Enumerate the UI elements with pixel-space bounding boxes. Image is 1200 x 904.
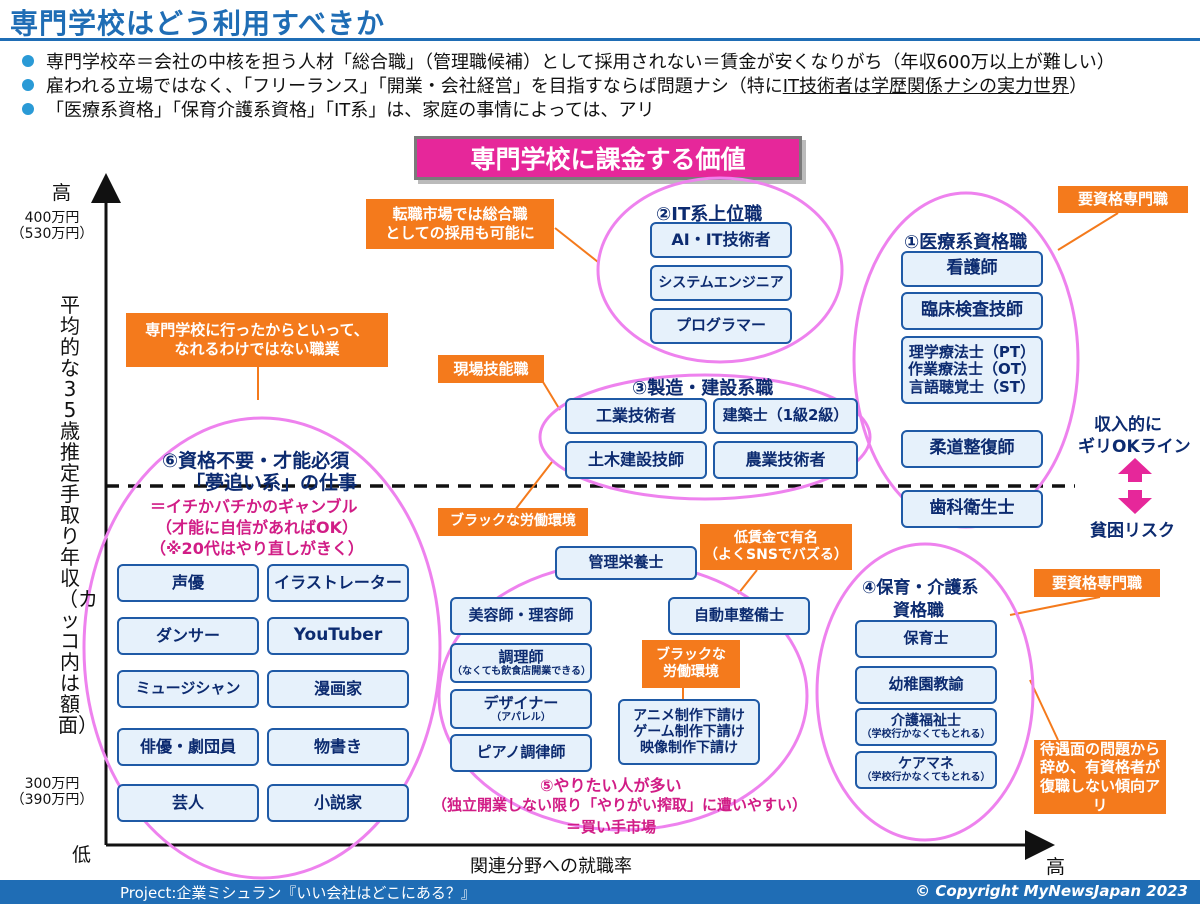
x-axis-high-label: 高: [1046, 856, 1066, 878]
job-industrial-engineer: 工業技術者: [565, 398, 707, 434]
job-nurse: 看護師: [901, 251, 1043, 287]
callout-not-guaranteed: 専門学校に行ったからといって、 なれるわけではない職業: [126, 313, 388, 367]
job-therapists: 理学療法士（PT） 作業療法士（OT） 言語聴覚士（ST）: [901, 336, 1043, 404]
callout-care-issue: 待遇面の問題から 辞め、有資格者が 復職しない傾向アリ: [1034, 740, 1166, 814]
group-want-caption-2: （独立開業しない限り「やりがい搾取」に遭いやすい）: [432, 796, 808, 814]
ok-line-label-1: 収入的に: [1094, 415, 1162, 435]
footer-project: Project:企業ミシュラン『いい会社はどこにある？』: [120, 884, 476, 902]
job-voice-actor: 声優: [117, 564, 259, 602]
group-care-title-1: ④保育・介護系: [862, 578, 979, 598]
poverty-risk-label: 貧困リスク: [1090, 521, 1175, 541]
job-care-manager: ケアマネ （学校行かなくてもとれる）: [855, 751, 997, 789]
group-want-caption-3: ＝買い手市場: [566, 818, 657, 836]
group-talent-desc-2: （才能に自信があればOK）: [156, 518, 359, 537]
job-chef: 調理師 （なくても飲食店開業できる）: [450, 643, 592, 683]
y-bottom-value: 300万円 （390万円）: [10, 776, 94, 809]
callout-low-wage: 低賃金で有名 （よくSNSでバズる）: [700, 524, 852, 570]
job-manga-artist: 漫画家: [267, 670, 409, 708]
group-medical-title: ①医療系資格職: [904, 232, 1028, 253]
callout-black-env: ブラックな労働環境: [438, 508, 588, 536]
group-talent-desc-3: （※20代はやり直しがきく）: [150, 539, 364, 558]
job-civil-engineer: 土木建設技師: [565, 441, 707, 479]
ok-line-label-2: ギリOKライン: [1078, 437, 1191, 457]
job-system-engineer: システムエンジニア: [650, 265, 792, 301]
page-title: 専門学校はどう利用すべきか: [10, 7, 386, 40]
job-piano-tuner: ピアノ調律師: [450, 734, 592, 772]
bullet-2: 雇われる立場ではなく、「フリーランス」「開業・会社経営」を目指すならば問題ナシ（…: [22, 72, 1087, 98]
chart-banner: 専門学校に課金する価値: [414, 136, 802, 180]
title-underline: [0, 38, 1200, 41]
job-nursery-teacher: 保育士: [855, 620, 997, 658]
bullet-dot-icon: [22, 103, 34, 115]
y-axis-title: 平均的な35歳推定手取り年収（カッコ内は額面）: [58, 293, 98, 737]
job-designer: デザイナー （アパレル）: [450, 689, 592, 729]
callout-black-env-2: ブラックな 労働環境: [642, 640, 740, 688]
job-programmer: プログラマー: [650, 308, 792, 344]
bullet-dot-icon: [22, 55, 34, 67]
callout-field-skill: 現場技能職: [438, 355, 544, 383]
job-ai-it: AI・IT技術者: [650, 222, 792, 258]
job-actor: 俳優・劇団員: [117, 728, 259, 766]
job-dancer: ダンサー: [117, 617, 259, 655]
group-it-title: ②IT系上位職: [656, 204, 763, 225]
page-header: 専門学校はどう利用すべきか: [0, 0, 1200, 41]
callout-license-2: 要資格専門職: [1034, 569, 1160, 597]
job-judo-therapist: 柔道整復師: [901, 430, 1043, 468]
group-talent-title-2: 「夢追い系」の仕事: [186, 472, 358, 494]
y-top-value: 400万円 （530万円）: [10, 210, 94, 243]
job-care-worker: 介護福祉士 （学校行かなくてもとれる）: [855, 708, 997, 746]
job-hairdresser: 美容師・理容師: [450, 597, 592, 635]
job-entertainer: 芸人: [117, 784, 259, 822]
job-youtuber: YouTuber: [267, 617, 409, 655]
bullet-2-underlined: IT技術者は学歴関係ナシの実力世界: [782, 76, 1070, 97]
group-want-caption-1: ⑤やりたい人が多い: [540, 776, 682, 795]
bullet-1: 専門学校卒＝会社の中核を担う人材「総合職」（管理職候補）として採用されない＝賃金…: [22, 48, 1115, 74]
job-auto-mechanic: 自動車整備士: [668, 597, 810, 635]
job-clinical-lab: 臨床検査技師: [901, 292, 1043, 330]
job-subcontract: アニメ制作下請け ゲーム制作下請け 映像制作下請け: [618, 699, 760, 765]
footer-copyright: © Copyright MyNewsJapan 2023: [915, 882, 1188, 900]
group-talent-desc-1: ＝イチかバチかのギャンブル: [150, 497, 358, 516]
bullet-dot-icon: [22, 79, 34, 91]
group-ellipses: [82, 176, 1080, 880]
job-musician: ミュージシャン: [117, 670, 259, 708]
group-talent-title-1: ⑥資格不要・才能必須: [162, 450, 350, 472]
job-illustrator: イラストレーター: [267, 564, 409, 602]
callout-career-change: 転職市場では総合職 としての採用も可能に: [366, 199, 554, 249]
y-axis-high-label: 高: [52, 182, 72, 204]
x-axis-title: 関連分野への就職率: [470, 856, 632, 877]
group-care-title-2: 資格職: [893, 601, 944, 621]
job-architect: 建築士（1級2級）: [713, 398, 858, 434]
job-agricultural-engineer: 農業技術者: [713, 441, 858, 479]
job-novelist: 小説家: [267, 784, 409, 822]
callout-connectors: [257, 212, 1119, 741]
callout-license-1: 要資格専門職: [1058, 186, 1188, 213]
job-kindergarten-teacher: 幼稚園教諭: [855, 666, 997, 704]
job-writer: 物書き: [267, 728, 409, 766]
job-dental-hygienist: 歯科衛生士: [901, 490, 1043, 528]
group-manufacturing-title: ③製造・建設系職: [632, 378, 774, 399]
footer-bar: Project:企業ミシュラン『いい会社はどこにある？』 © Copyright…: [0, 880, 1200, 904]
bullet-3: 「医療系資格」「保育介護系資格」「IT系」は、家庭の事情によっては、アリ: [22, 96, 655, 122]
y-axis-low-label: 低: [72, 844, 92, 866]
ok-line-arrows: [1118, 458, 1152, 514]
job-dietitian: 管理栄養士: [555, 546, 697, 580]
